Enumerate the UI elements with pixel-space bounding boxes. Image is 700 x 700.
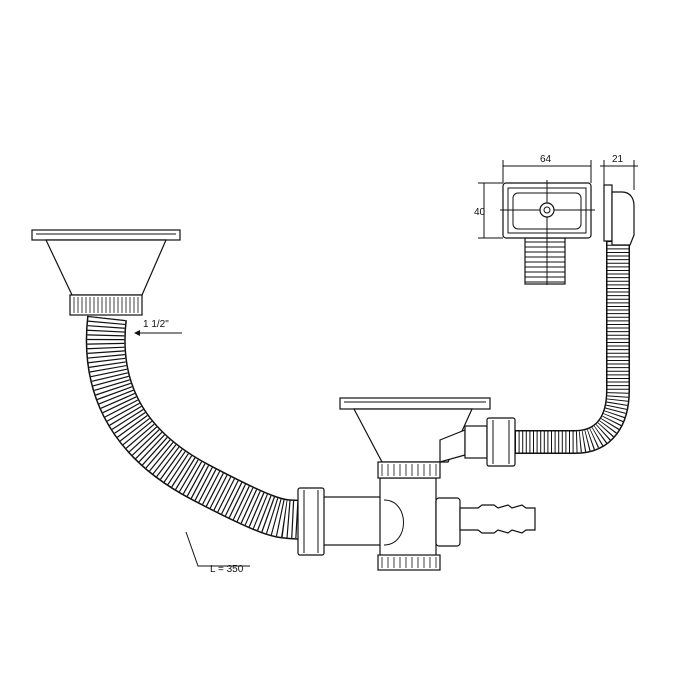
overflow-dimensions: 64 21 40 <box>474 154 638 239</box>
height-label: 40 <box>474 207 486 218</box>
depth-label: 21 <box>612 154 624 165</box>
main-strainer-basket <box>339 397 516 479</box>
hose-length-label: L = 350 <box>210 564 244 575</box>
width-label: 64 <box>540 154 552 165</box>
left-strainer-basket <box>31 229 181 316</box>
left-corrugated-hose <box>85 315 304 540</box>
pipe-size-dimension: 1 1/2" <box>134 319 182 336</box>
overflow-front-view <box>500 180 595 285</box>
trap-body <box>297 477 536 571</box>
pipe-size-label: 1 1/2" <box>143 319 169 330</box>
overflow-side-view <box>603 184 635 246</box>
hose-length-dimension: L = 350 <box>185 531 250 575</box>
overflow-corrugated-hose <box>515 240 630 454</box>
